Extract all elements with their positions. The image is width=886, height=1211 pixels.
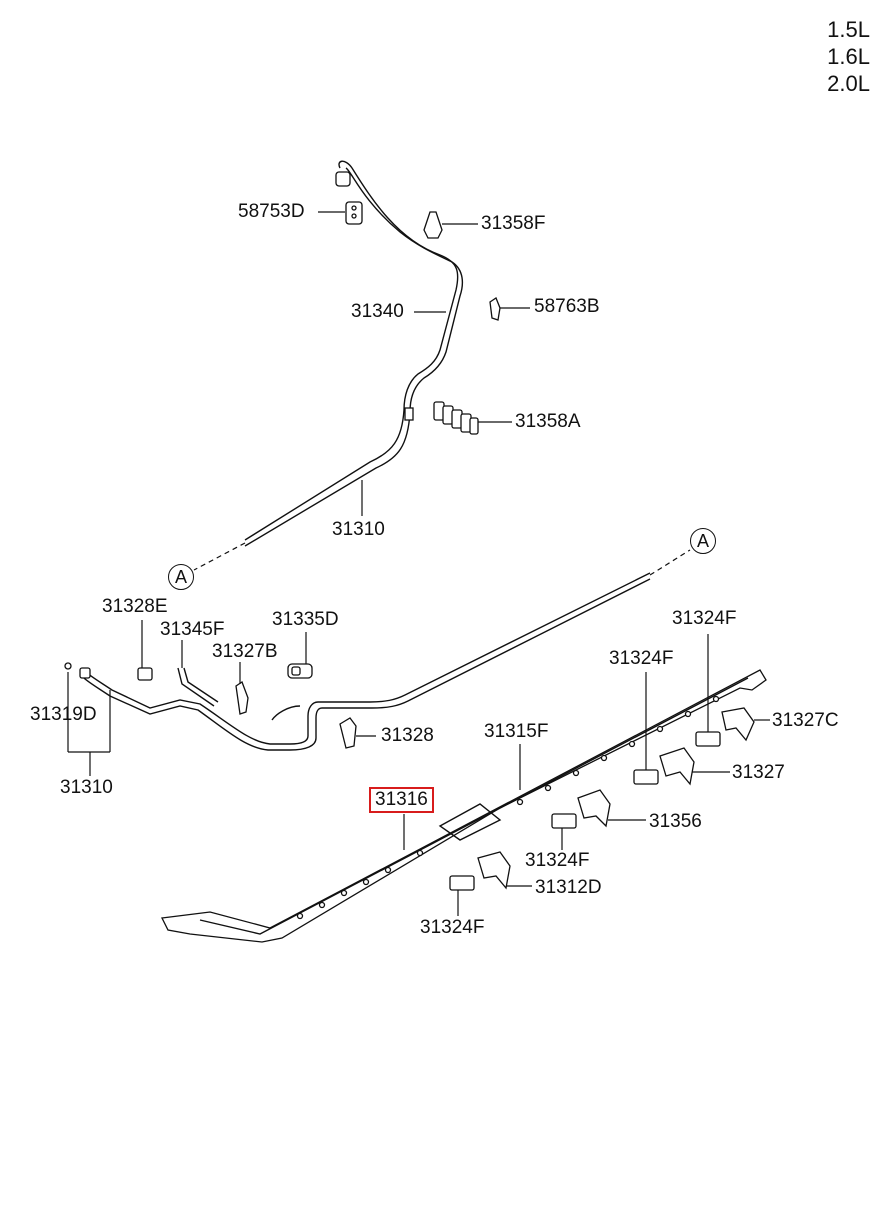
clip-58763B[interactable] xyxy=(489,297,501,321)
label-31358F[interactable]: 31358F xyxy=(481,213,546,234)
label-31316-highlighted[interactable]: 31316 xyxy=(369,787,434,813)
clip-31328[interactable] xyxy=(339,717,357,749)
label-31324F-b[interactable]: 31324F xyxy=(609,648,674,669)
label-31319D[interactable]: 31319D xyxy=(30,704,97,725)
label-58753D[interactable]: 58753D xyxy=(238,201,305,222)
protector-bar-31316[interactable] xyxy=(161,669,767,943)
engine-variant-2: 1.6L xyxy=(827,44,870,69)
label-31327B[interactable]: 31327B xyxy=(212,641,278,662)
label-31328E[interactable]: 31328E xyxy=(102,596,168,617)
fuel-tube-lower[interactable] xyxy=(83,572,651,751)
label-31356[interactable]: 31356 xyxy=(649,811,702,832)
clamp-31327B[interactable] xyxy=(235,681,249,715)
clip-31328E[interactable] xyxy=(137,667,153,681)
clip-31358F[interactable] xyxy=(423,211,443,239)
label-31327C[interactable]: 31327C xyxy=(772,710,839,731)
bracket-31356[interactable] xyxy=(577,789,611,828)
tube-31345F[interactable] xyxy=(177,667,219,707)
engine-variant-3: 2.0L xyxy=(827,71,870,96)
label-31310-bottom[interactable]: 31310 xyxy=(60,777,113,798)
label-31335D[interactable]: 31335D xyxy=(272,609,339,630)
label-31324F-a[interactable]: 31324F xyxy=(672,608,737,629)
label-31324F-d[interactable]: 31324F xyxy=(420,917,485,938)
bracket-31327[interactable] xyxy=(659,747,695,786)
clip-58753D[interactable] xyxy=(345,201,363,225)
lower-tube-end-fitting xyxy=(64,662,91,679)
label-58763B[interactable]: 58763B xyxy=(534,296,600,317)
label-31327[interactable]: 31327 xyxy=(732,762,785,783)
label-31310-top[interactable]: 31310 xyxy=(332,519,385,540)
label-31345F[interactable]: 31345F xyxy=(160,619,225,640)
tube-end-fitting xyxy=(335,171,351,187)
bracket-31327C[interactable] xyxy=(721,707,755,742)
label-31358A[interactable]: 31358A xyxy=(515,411,581,432)
label-31340[interactable]: 31340 xyxy=(351,301,404,322)
clip-31324F-c[interactable] xyxy=(551,813,577,829)
clip-31358A[interactable] xyxy=(433,401,479,435)
ref-marker-a-left: A xyxy=(168,564,194,590)
ref-marker-a-right: A xyxy=(690,528,716,554)
bar-holes xyxy=(296,695,720,920)
bracket-31312D[interactable] xyxy=(477,851,511,890)
connector-31335D[interactable] xyxy=(287,663,313,679)
clip-31324F-b[interactable] xyxy=(633,769,659,785)
clip-31324F-d[interactable] xyxy=(449,875,475,891)
clip-31324F-a[interactable] xyxy=(695,731,721,747)
label-31315F[interactable]: 31315F xyxy=(484,721,549,742)
fuel-tube-upper[interactable] xyxy=(244,160,464,547)
engine-variant-1: 1.5L xyxy=(827,17,870,42)
label-31324F-c[interactable]: 31324F xyxy=(525,850,590,871)
label-31328[interactable]: 31328 xyxy=(381,725,434,746)
label-31312D[interactable]: 31312D xyxy=(535,877,602,898)
